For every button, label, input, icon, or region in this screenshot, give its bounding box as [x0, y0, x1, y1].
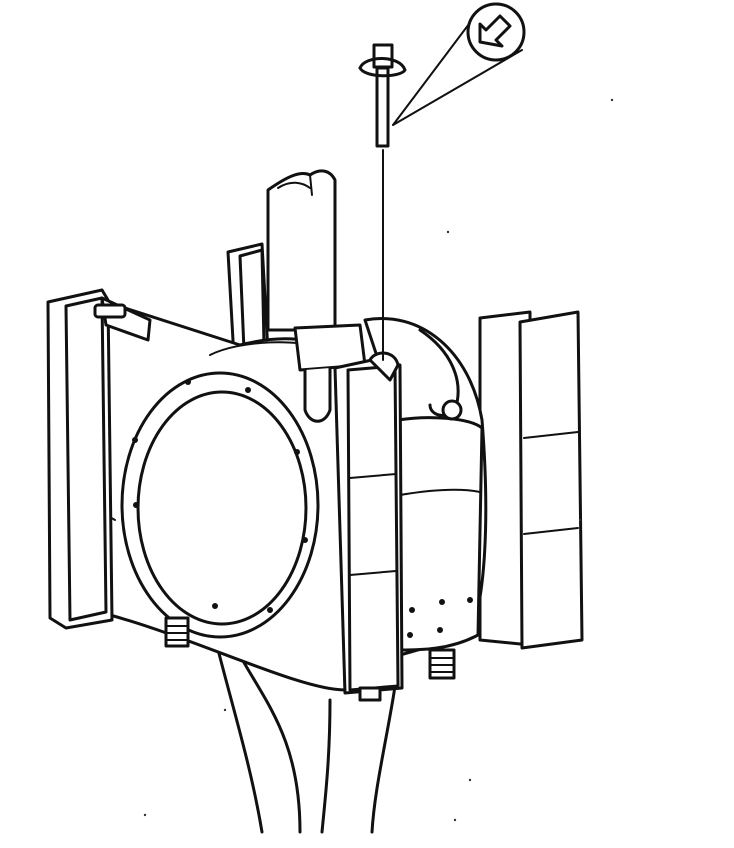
circular-flange: [120, 371, 320, 639]
bolt: [358, 43, 407, 361]
rivet-dots: [407, 597, 473, 638]
right-panel: [478, 310, 584, 650]
central-cylinder: [266, 169, 337, 332]
bracket-block: [293, 323, 367, 423]
left-panel: [46, 288, 152, 630]
back-panel: [226, 242, 270, 360]
arrow-down-left-icon: [478, 14, 512, 48]
scan-speckles: [143, 98, 614, 822]
threaded-studs: [164, 616, 456, 702]
front-plate: [333, 351, 404, 695]
callout-magnifier: [392, 2, 526, 126]
